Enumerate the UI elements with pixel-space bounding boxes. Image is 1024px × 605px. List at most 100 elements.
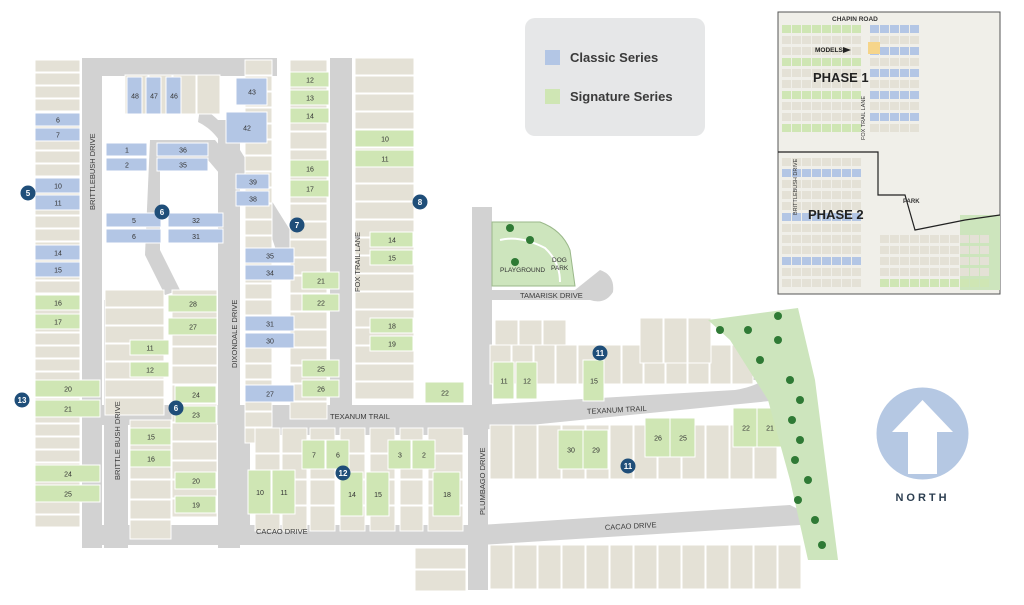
lot-colored[interactable] <box>424 381 465 404</box>
lot-colored[interactable] <box>34 194 81 211</box>
lot-colored[interactable] <box>432 471 461 517</box>
lot <box>518 319 543 348</box>
lot-number: 43 <box>248 90 256 97</box>
lot-colored[interactable] <box>244 384 295 403</box>
lot-colored[interactable] <box>492 361 515 400</box>
lot-colored[interactable] <box>515 361 538 400</box>
lot-colored[interactable] <box>669 417 696 458</box>
lot-colored[interactable] <box>167 294 218 313</box>
lot-colored[interactable] <box>34 261 81 278</box>
lot-colored[interactable] <box>34 484 101 503</box>
lot-colored[interactable] <box>129 427 172 446</box>
inset-lot <box>842 69 851 77</box>
inset-lot <box>782 279 791 287</box>
lot-colored[interactable] <box>174 495 217 514</box>
street-label-tamarisk: TAMARISK DRIVE <box>520 291 583 300</box>
lot-colored[interactable] <box>174 385 217 404</box>
inset-lot <box>802 158 811 166</box>
lot-colored[interactable] <box>644 417 671 458</box>
lot-colored[interactable] <box>34 112 81 127</box>
lot-colored[interactable] <box>105 228 162 244</box>
lot-number: 6 <box>336 453 340 460</box>
lot-colored[interactable] <box>732 407 759 448</box>
inset-models-lot <box>868 42 880 54</box>
inset-lot <box>822 235 831 243</box>
lot-colored[interactable] <box>235 190 270 207</box>
lot-colored[interactable] <box>411 439 436 470</box>
lot-colored[interactable] <box>369 335 414 352</box>
lot-colored[interactable] <box>339 471 364 517</box>
lot-colored[interactable] <box>582 359 605 402</box>
lot-colored[interactable] <box>289 89 330 106</box>
lot-number: 12 <box>523 379 531 386</box>
lot-colored[interactable] <box>369 231 414 248</box>
lot-number: 47 <box>150 94 158 101</box>
lot-colored[interactable] <box>235 77 268 106</box>
lot-colored[interactable] <box>225 111 268 144</box>
lot-colored[interactable] <box>289 107 330 124</box>
lot-colored[interactable] <box>105 212 162 228</box>
inset-lot <box>812 180 821 188</box>
lot-colored[interactable] <box>301 271 340 290</box>
lot-colored[interactable] <box>34 464 101 483</box>
lot-colored[interactable] <box>354 149 415 168</box>
lot-colored[interactable] <box>244 247 295 264</box>
lot <box>244 59 273 76</box>
lot-number: 5 <box>132 218 136 225</box>
lot-colored[interactable] <box>289 71 330 88</box>
lot-colored[interactable] <box>301 439 326 470</box>
lot-colored[interactable] <box>167 228 224 244</box>
lot-colored[interactable] <box>289 159 330 178</box>
lot-colored[interactable] <box>105 157 148 172</box>
lot-colored[interactable] <box>247 469 272 515</box>
lot-colored[interactable] <box>129 361 170 378</box>
lot-colored[interactable] <box>235 173 270 190</box>
lot-colored[interactable] <box>271 469 296 515</box>
lot-colored[interactable] <box>174 471 217 490</box>
lot-colored[interactable] <box>105 142 148 157</box>
lot-colored[interactable] <box>167 212 224 228</box>
lot-colored[interactable] <box>244 332 295 349</box>
lot-colored[interactable] <box>34 127 81 142</box>
lot-colored[interactable] <box>129 339 170 356</box>
lot-colored[interactable] <box>129 449 172 468</box>
lot-colored[interactable] <box>244 315 295 332</box>
lot-colored[interactable] <box>34 379 101 398</box>
lot-colored[interactable] <box>156 157 209 172</box>
lot-colored[interactable] <box>289 179 330 198</box>
greenbelt <box>708 308 838 560</box>
lot-colored[interactable] <box>387 439 412 470</box>
lot-colored[interactable] <box>301 379 340 398</box>
lot-colored[interactable] <box>126 76 143 115</box>
lot-colored[interactable] <box>369 249 414 266</box>
lot-colored[interactable] <box>165 76 182 115</box>
lot-colored[interactable] <box>301 293 340 312</box>
lot-colored[interactable] <box>145 76 162 115</box>
lot <box>104 397 165 416</box>
inset-lot <box>890 113 899 121</box>
inset-lot <box>812 257 821 265</box>
lot-colored[interactable] <box>369 317 414 334</box>
lot-number: 27 <box>266 392 274 399</box>
lot-colored[interactable] <box>354 129 415 148</box>
lot-colored[interactable] <box>34 244 81 261</box>
inset-lot <box>980 235 989 243</box>
inset-lot <box>842 124 851 132</box>
lot-colored[interactable] <box>34 294 81 311</box>
phase-badge <box>289 217 305 233</box>
inset-lot <box>930 235 939 243</box>
inset-lot <box>970 246 979 254</box>
lot-colored[interactable] <box>365 471 390 517</box>
lot-colored[interactable] <box>301 359 340 378</box>
lot-colored[interactable] <box>167 317 218 336</box>
lot-colored[interactable] <box>34 399 101 418</box>
lot-colored[interactable] <box>244 264 295 281</box>
lot-colored[interactable] <box>582 429 609 470</box>
lot-colored[interactable] <box>34 313 81 330</box>
inset-lot <box>792 224 801 232</box>
inset-lot <box>940 279 949 287</box>
lot-colored[interactable] <box>34 177 81 194</box>
lot <box>34 423 81 437</box>
lot-colored[interactable] <box>156 142 209 157</box>
